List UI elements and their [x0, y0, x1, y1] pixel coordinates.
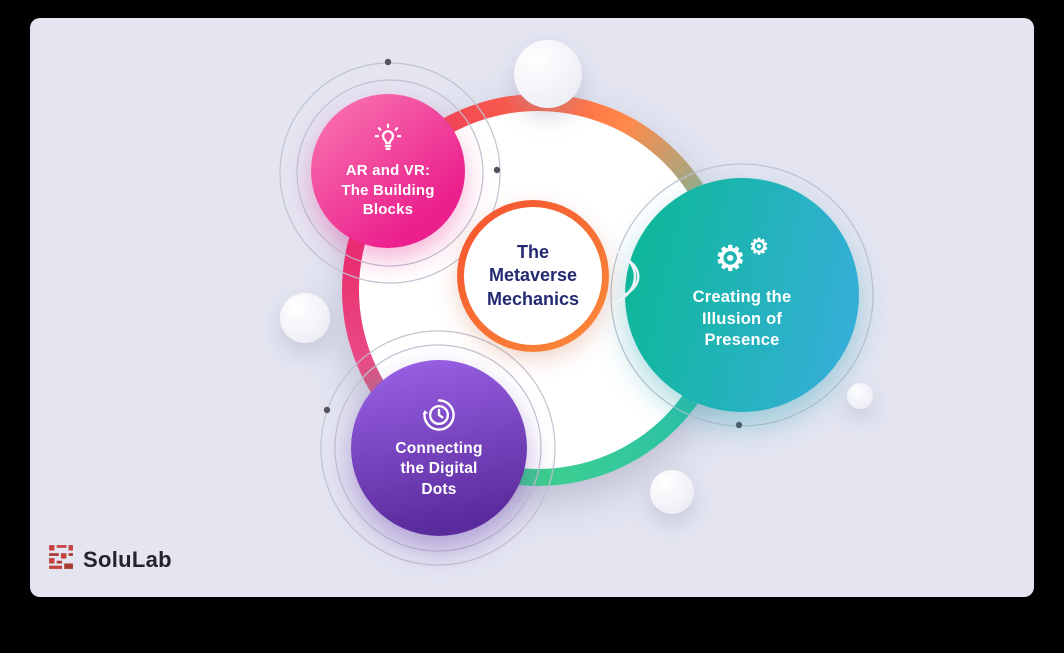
node-ar-vr-label: AR and VR: The Building Blocks	[341, 162, 435, 219]
gears-icon: ⚙ ⚙	[715, 234, 769, 279]
decorative-sphere-bottom	[650, 470, 694, 514]
node-presence: ⚙ ⚙ Creating the Illusion of Presence	[625, 178, 859, 412]
brand-lockup: SoluLab	[48, 544, 172, 575]
decorative-sphere-right	[847, 383, 873, 409]
hub-label: The Metaverse Mechanics	[464, 207, 602, 345]
node-digital-dots: Connecting the Digital Dots	[351, 360, 527, 536]
node-ar-vr: AR and VR: The Building Blocks	[311, 94, 465, 248]
lightbulb-icon	[371, 122, 405, 156]
hub-metaverse-mechanics: The Metaverse Mechanics	[457, 200, 609, 352]
brand-name: SoluLab	[83, 546, 172, 572]
decorative-sphere-left	[280, 293, 330, 343]
node-presence-label: Creating the Illusion of Presence	[692, 288, 792, 350]
accent-dots	[323, 58, 743, 429]
history-clock-icon	[420, 396, 458, 434]
node-digital-dots-label: Connecting the Digital Dots	[395, 440, 483, 498]
decorative-sphere-top	[514, 40, 582, 108]
solulab-logo-icon	[48, 544, 74, 575]
